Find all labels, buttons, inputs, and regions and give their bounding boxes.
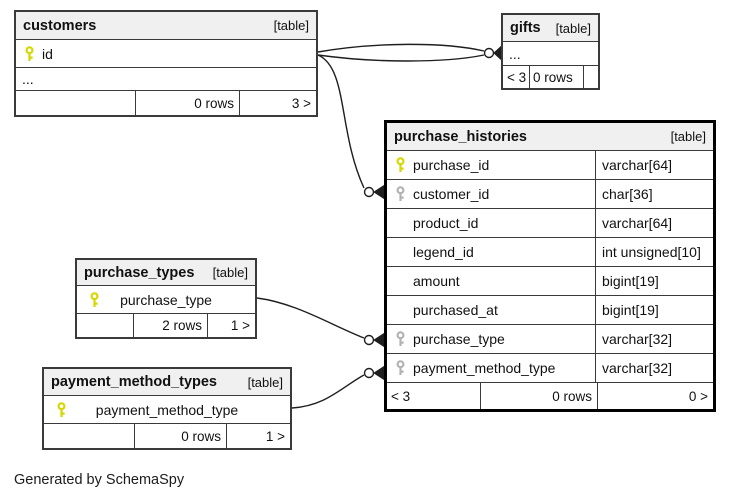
footer-row-count: 2 rows [133,314,207,337]
table-footer: 0 rows 3 > [16,91,316,115]
table-footer: < 3 0 rows [503,66,598,88]
footer-row-count: 0 rows [134,424,226,448]
footer-degree-out: 1 > [207,314,255,337]
table-header: payment_method_types [table] [44,369,290,396]
table-tag: [table] [670,129,706,144]
table-header: purchase_histories [table] [387,123,713,151]
zero-or-one-circle-icon [363,334,375,346]
table-name: customers [23,17,97,34]
footer-degree-out: 0 > [597,383,713,409]
footer-row-count: 0 rows [135,91,239,115]
footer-degree-in [16,91,135,115]
table-footer: 0 rows 1 > [44,424,290,448]
crowfoot-icon [373,184,385,200]
primary-key-icon [16,45,42,62]
relationship-purchase-types-purchase-histories [256,297,385,348]
table-tag: [table] [247,374,283,390]
table-header: gifts [table] [503,15,598,42]
table-tag: [table] [273,18,309,33]
table-tag: [table] [212,265,248,280]
primary-key-icon [387,157,413,173]
column-type: varchar[64] [595,151,713,179]
more-columns-row: ... [16,68,316,91]
column-row-purchase-id: purchase_id varchar[64] [387,151,713,180]
table-tag: [table] [555,20,591,36]
relationship-customers-purchase-histories [317,54,385,200]
column-row-purchased-at: purchased_at bigint[19] [387,296,713,325]
table-gifts[interactable]: gifts [table] ... < 3 0 rows [501,13,600,90]
column-name: payment_method_type [413,360,556,376]
relationship-payment-method-types-purchase-histories [291,365,385,409]
column-row-payment-method-type: payment_method_type varchar[32] [387,354,713,383]
table-name: purchase_types [84,264,195,281]
table-header: purchase_types [table] [77,260,255,286]
zero-or-one-circle-icon [483,47,495,59]
more-columns-row: ... [503,42,598,66]
table-purchase-histories[interactable]: purchase_histories [table] purchase_id v… [384,120,716,412]
table-name: purchase_histories [394,128,527,145]
foreign-key-icon [387,360,413,376]
column-row-purchase-type: purchase_type [77,286,255,314]
footer-degree-in: < 3 [391,388,411,404]
crowfoot-icon [493,45,502,61]
column-type: int unsigned[10] [595,238,713,266]
footer-degree-in: < 3 [507,69,527,85]
column-row-amount: amount bigint[19] [387,267,713,296]
column-type: bigint[19] [595,267,713,295]
column-name: purchase_type [120,291,212,308]
column-name: purchase_id [413,157,490,173]
table-customers[interactable]: customers [table] id ... 0 rows 3 > [14,10,318,117]
column-name: amount [413,273,460,289]
column-row-payment-method-type: payment_method_type [44,396,290,424]
column-name: customer_id [413,186,490,202]
footer-degree-in [44,424,134,448]
column-row-product-id: product_id varchar[64] [387,209,713,238]
relationship-customers-gifts [317,43,502,62]
column-row-customer-id: customer_id char[36] [387,180,713,209]
column-row-purchase-type: purchase_type varchar[32] [387,325,713,354]
generator-caption: Generated by SchemaSpy [14,472,185,488]
column-name: product_id [413,215,479,231]
column-name: payment_method_type [95,401,239,418]
column-row-legend-id: legend_id int unsigned[10] [387,238,713,267]
column-name: purchase_type [413,331,505,347]
column-name: purchased_at [413,302,498,318]
table-name: payment_method_types [51,374,217,390]
footer-degree-out: 3 > [239,91,316,115]
column-type: varchar[32] [595,325,713,353]
column-type: varchar[64] [595,209,713,237]
foreign-key-icon [387,186,413,202]
crowfoot-icon [373,365,385,381]
column-type: char[36] [595,180,713,208]
column-name: legend_id [413,244,474,260]
table-payment-method-types[interactable]: payment_method_types [table] payment_met… [42,367,292,450]
footer-row-count: 0 rows [529,66,583,88]
table-purchase-types[interactable]: purchase_types [table] purchase_type 2 r… [75,258,257,339]
table-name: gifts [510,20,541,36]
table-footer: 2 rows 1 > [77,314,255,337]
zero-or-one-circle-icon [363,367,375,379]
column-type: bigint[19] [595,296,713,324]
table-header: customers [table] [16,12,316,40]
footer-row-count: 0 rows [480,383,597,409]
column-row-id: id [16,40,316,68]
primary-key-icon [81,286,107,313]
table-footer: < 3 0 rows 0 > [387,383,713,409]
crowfoot-icon [373,332,385,348]
footer-degree-out: 1 > [226,424,290,448]
column-name: id [42,45,53,62]
primary-key-icon [48,396,74,423]
column-type: varchar[32] [595,354,713,382]
footer-degree-in [77,314,133,337]
foreign-key-icon [387,331,413,347]
zero-or-one-circle-icon [363,186,375,198]
footer-degree-out [583,66,598,88]
